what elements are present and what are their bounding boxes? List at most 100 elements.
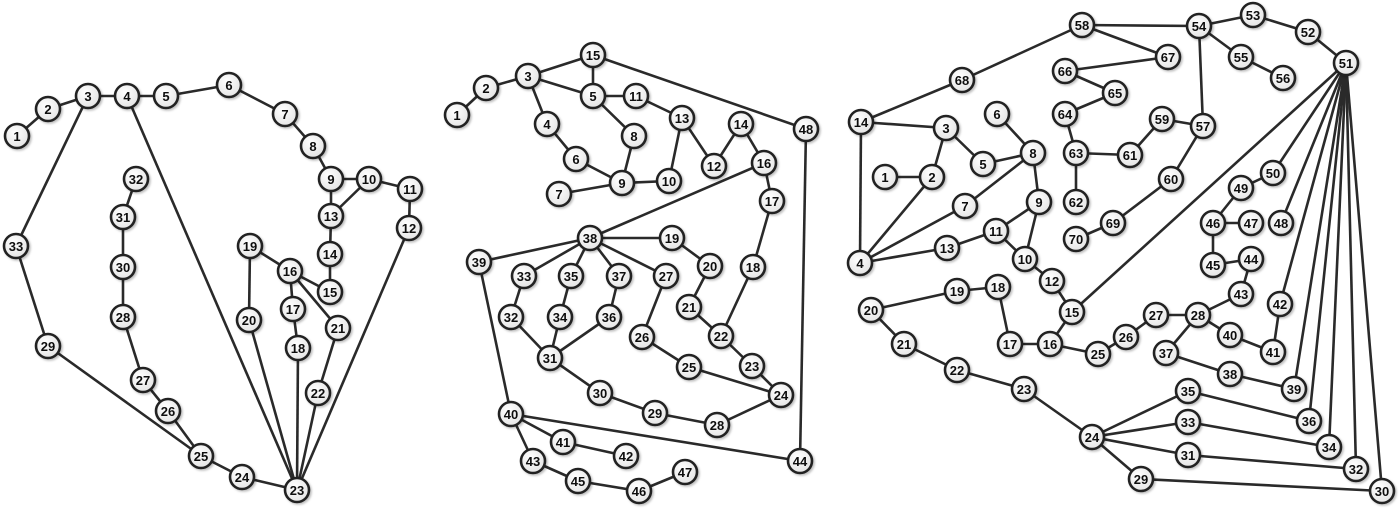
node-circle [996, 330, 1024, 358]
node-label: 17 [286, 302, 300, 317]
node-label: 30 [1375, 484, 1389, 499]
node-label: 9 [618, 176, 625, 191]
node-circle [983, 100, 1011, 128]
graph-node: 34 [546, 303, 574, 331]
node-label: 8 [309, 139, 316, 154]
edge-15-51 [1071, 62, 1347, 313]
node-circle [1068, 11, 1096, 39]
node-circle [497, 400, 525, 428]
node-circle [1062, 139, 1090, 167]
node-label: 20 [864, 303, 878, 318]
node-label: 42 [619, 449, 633, 464]
node-circle [1038, 267, 1066, 295]
node-label: 23 [745, 359, 759, 374]
node-label: 57 [1196, 119, 1210, 134]
node-label: 39 [1287, 382, 1301, 397]
node-label: 52 [1301, 25, 1315, 40]
node-label: 55 [1234, 50, 1248, 65]
node-circle [1051, 100, 1079, 128]
graph-node: 66 [1051, 57, 1079, 85]
graph-node: 4 [846, 249, 874, 277]
graph-node: 33 [510, 262, 538, 290]
node-circle [703, 411, 731, 439]
node-label: 44 [793, 454, 808, 469]
graph-node: 68 [948, 66, 976, 94]
graph-node: 6 [983, 100, 1011, 128]
graph-node: 7 [545, 180, 573, 208]
node-circle [1101, 79, 1129, 107]
graph-node: 26 [154, 397, 182, 425]
node-label: 46 [1206, 216, 1220, 231]
node-label: 18 [291, 341, 305, 356]
graph-node: 24 [1078, 423, 1106, 451]
node-label: 16 [283, 264, 297, 279]
graph-node: 46 [625, 477, 653, 505]
graph-node: 39 [465, 248, 493, 276]
node-label: 29 [1134, 472, 1148, 487]
node-label: 63 [1069, 146, 1083, 161]
graph-node: 27 [1142, 301, 1170, 329]
graph-node: 14 [727, 110, 755, 138]
graph-node: 12 [1038, 267, 1066, 295]
node-circle [299, 132, 327, 160]
graph-node: 18 [284, 334, 312, 362]
node-label: 7 [555, 187, 562, 202]
edge-23-24 [1023, 387, 1093, 439]
node-label: 20 [703, 259, 717, 274]
graph-node: 30 [109, 253, 137, 281]
node-circle [1127, 465, 1155, 493]
node-label: 7 [961, 199, 968, 214]
node-circle [1062, 188, 1090, 216]
node-circle [396, 175, 424, 203]
node-circle [750, 149, 778, 177]
node-label: 38 [583, 231, 597, 246]
node-circle [1280, 375, 1308, 403]
graph-node: 6 [562, 145, 590, 173]
node-circle [355, 165, 383, 193]
node-circle [641, 399, 669, 427]
node-label: 14 [734, 117, 749, 132]
graph-node: 60 [1157, 165, 1185, 193]
node-circle [758, 187, 786, 215]
edge-18-23 [295, 347, 300, 491]
node-label: 48 [799, 122, 813, 137]
node-circle [576, 224, 604, 252]
graph-node: 1 [3, 122, 31, 150]
node-circle [276, 257, 304, 285]
node-circle [109, 303, 137, 331]
node-label: 2 [44, 102, 51, 117]
node-circle [1185, 12, 1213, 40]
node-circle [1342, 455, 1370, 483]
graph-node: 47 [1237, 209, 1265, 237]
graph-node: 30 [586, 379, 614, 407]
node-circle [671, 458, 699, 486]
node-circle [3, 122, 31, 150]
edge-25-29 [47, 344, 202, 458]
graph-node: 21 [890, 330, 918, 358]
graph-node: 32 [497, 303, 525, 331]
graph-node: 24 [228, 463, 256, 491]
node-circle [1174, 377, 1202, 405]
node-circle [1266, 290, 1294, 318]
node-circle [982, 217, 1010, 245]
node-label: 4 [856, 256, 864, 271]
edge-8-7 [964, 151, 1034, 208]
node-circle [1259, 159, 1287, 187]
node-circle [579, 41, 607, 69]
node-circle [1368, 477, 1396, 505]
graph-node: 28 [703, 411, 731, 439]
graph-node: 54 [1185, 12, 1213, 40]
graph-node: 58 [1068, 11, 1096, 39]
graph-node: 13 [933, 234, 961, 262]
graph-node: 44 [1237, 245, 1265, 273]
node-circle [443, 101, 471, 129]
graph-node: 50 [1259, 159, 1287, 187]
node-label: 6 [572, 152, 579, 167]
node-label: 7 [281, 107, 288, 122]
node-circle [969, 150, 997, 178]
node-circle [595, 303, 623, 331]
node-circle [1259, 338, 1287, 366]
node-circle [707, 322, 735, 350]
graph-node: 40 [497, 400, 525, 428]
